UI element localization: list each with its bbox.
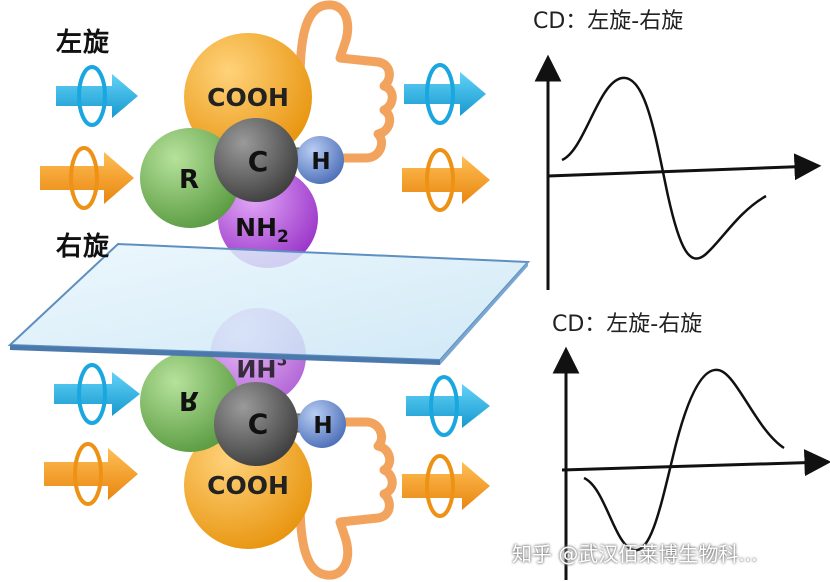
carbon-atom-top: [214, 118, 298, 202]
cd-curve-top: [561, 76, 767, 260]
orange-arrow-icon: [402, 156, 490, 204]
cd-plot-bottom: [552, 346, 830, 580]
mirror-plane: [7, 242, 531, 365]
bottom-left-arrows: [44, 363, 140, 506]
blue-rotation-icon: [429, 375, 459, 437]
top-left-arrows: [40, 65, 138, 210]
top-molecule: COOH C H R NH2: [140, 0, 397, 268]
r-label-bottom: R: [179, 385, 199, 415]
orange-arrow-icon: [44, 448, 138, 500]
x-axis-top: [547, 153, 822, 181]
blue-rotation-icon: [77, 65, 107, 127]
hydrogen-label-bottom: H: [313, 413, 332, 439]
hydrogen-label-top: H: [311, 149, 330, 175]
carbon-label-top: C: [248, 145, 269, 178]
blue-arrow-icon: [54, 372, 140, 416]
thumb-outline-bottom: [295, 417, 397, 580]
x-axis-bottom: [561, 449, 830, 477]
blue-rotation-icon: [77, 363, 107, 425]
thumb-outline-top: [295, 0, 397, 163]
hydrogen-atom-bottom: [298, 400, 346, 448]
cooh-label-bottom: COOH: [207, 470, 289, 499]
blue-arrow-icon: [406, 384, 490, 428]
blue-arrow-icon: [404, 72, 486, 116]
amino-label-top: NH2: [235, 213, 289, 247]
cooh-label-top: COOH: [207, 83, 289, 112]
carbon-atom-bottom: [214, 382, 298, 466]
blue-arrow-icon: [56, 74, 138, 118]
blue-rotation-icon: [425, 63, 455, 125]
bottom-right-arrows: [402, 375, 490, 518]
cd-plot-top: [534, 54, 822, 290]
orange-rotation-icon: [73, 442, 103, 506]
orange-arrow-icon: [40, 152, 134, 204]
watermark-text: 知乎 @武汉佰莱博生物科...: [512, 542, 758, 566]
orange-rotation-icon: [69, 146, 99, 210]
cd-title-bottom: CD：左旋-右旋: [552, 312, 703, 337]
orange-rotation-icon: [425, 148, 455, 212]
top-right-arrows: [402, 63, 490, 212]
right-rotation-label: 右旋: [56, 232, 111, 262]
cd-title-top: CD：左旋-右旋: [533, 9, 684, 34]
carbon-label-bottom: C: [248, 407, 269, 440]
orange-rotation-icon: [425, 454, 455, 518]
orange-arrow-icon: [402, 462, 490, 510]
hydrogen-atom-top: [296, 136, 344, 184]
r-label-top: R: [179, 165, 199, 195]
cd-curve-bottom: [583, 368, 785, 552]
left-rotation-label: 左旋: [56, 28, 111, 58]
